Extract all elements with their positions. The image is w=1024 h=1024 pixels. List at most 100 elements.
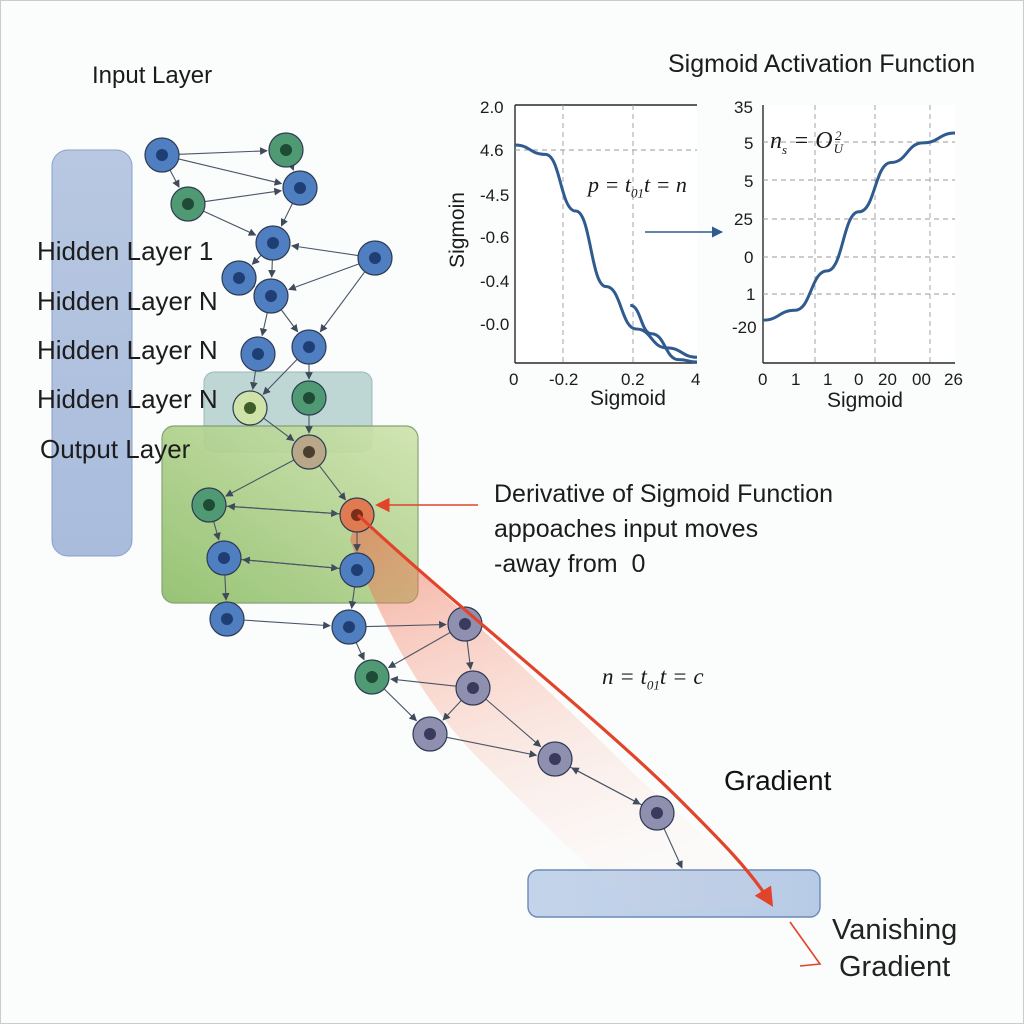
node-core (233, 272, 245, 284)
network-edges (169, 147, 683, 869)
eq-part: n (770, 128, 782, 154)
left-y-tick: 2.0 (480, 98, 504, 117)
network-node (537, 741, 573, 777)
network-edge (465, 640, 474, 670)
node-core (366, 671, 378, 683)
node-core (203, 499, 215, 511)
derivative-note: Derivative of Sigmoid Function appoaches… (494, 480, 834, 578)
node-core (265, 290, 277, 302)
network-node (268, 132, 304, 168)
right-x-tick: 1 (791, 370, 801, 389)
network-edge (268, 259, 276, 278)
sigmoid-curve (629, 303, 698, 364)
eq-subscript: s (782, 141, 788, 157)
network-node (282, 170, 318, 206)
network-edge (288, 263, 360, 291)
network-node (331, 609, 367, 645)
network-node (170, 186, 206, 222)
network-node (221, 260, 257, 296)
network-node (291, 380, 327, 416)
network-edge (571, 767, 643, 806)
charts-title: Sigmoid Activation Function (668, 50, 976, 78)
right-x-tick: 0 (758, 370, 768, 389)
network-edge (319, 271, 366, 333)
network-edge (259, 312, 268, 337)
network-edge (213, 521, 221, 541)
network-node (291, 434, 327, 470)
network-edge (318, 465, 346, 501)
node-core (294, 182, 306, 194)
network-edge (249, 370, 258, 390)
gradient-equation: n = t01t = c (602, 664, 704, 694)
eq-subscript: 01 (646, 677, 660, 693)
right-y-tick: -20 (732, 318, 757, 337)
left-chart-equation: p = t01t = n (588, 172, 687, 201)
left-chart-frame (515, 105, 697, 363)
left-x-tick: 0 (509, 370, 519, 389)
network-node (191, 487, 227, 523)
input-layer-label: Input Layer (92, 62, 213, 89)
eq-superscript: 2 (835, 128, 842, 144)
network-nodes (144, 132, 675, 831)
network-edge (242, 556, 341, 570)
output-layer-label: Output Layer (40, 434, 191, 464)
node-core (280, 144, 292, 156)
eq-part: = O (787, 128, 833, 154)
network-edge (178, 147, 268, 155)
left-chart-x-axis-label: Sigmoid (590, 387, 666, 410)
node-core (182, 198, 194, 210)
network-node (144, 137, 180, 173)
node-core (303, 341, 315, 353)
left-chart-curves (514, 143, 698, 364)
network-edge (262, 358, 298, 395)
network-node (447, 606, 483, 642)
network-edge (204, 187, 282, 203)
network-edge (227, 502, 341, 515)
left-x-tick: 4 (691, 370, 701, 389)
network-edge (178, 158, 283, 186)
network-edge (280, 203, 294, 227)
node-core (303, 446, 315, 458)
node-core (267, 237, 279, 249)
network-edge (365, 620, 447, 629)
network-node (455, 670, 491, 706)
eq-subscript: 01 (630, 185, 644, 201)
network-edge (485, 698, 542, 748)
node-core (221, 613, 233, 625)
network-edge (203, 210, 257, 236)
sigmoid-curve (762, 131, 956, 322)
network-edge (243, 619, 331, 630)
node-core (651, 807, 663, 819)
eq-part: t = c (659, 664, 704, 689)
network-node (253, 278, 289, 314)
network-edge (663, 828, 683, 869)
right-chart-grid (763, 105, 955, 363)
node-core (424, 728, 436, 740)
network-edge (280, 309, 299, 333)
eq-part: t = n (643, 172, 687, 197)
network-edge (442, 700, 462, 721)
network-edge (169, 169, 180, 188)
right-y-tick: 25 (734, 210, 753, 229)
node-core (252, 348, 264, 360)
node-core (218, 552, 230, 564)
network-edge (348, 586, 357, 609)
input-layer-panel (51, 149, 133, 557)
network-edge (221, 574, 230, 601)
network-edge (387, 631, 451, 669)
node-core (156, 149, 168, 161)
network-node (206, 540, 242, 576)
left-y-tick: -0.4 (480, 272, 510, 291)
left-chart-grid (515, 105, 697, 363)
node-core (343, 621, 355, 633)
right-x-tick: 26 (944, 370, 963, 389)
right-y-tick: 5 (744, 172, 754, 191)
left-y-tick: -0.6 (480, 228, 510, 247)
right-x-tick: 0 (854, 370, 864, 389)
right-y-tick: 35 (734, 98, 753, 117)
node-core (369, 252, 381, 264)
network-edge (383, 688, 417, 722)
